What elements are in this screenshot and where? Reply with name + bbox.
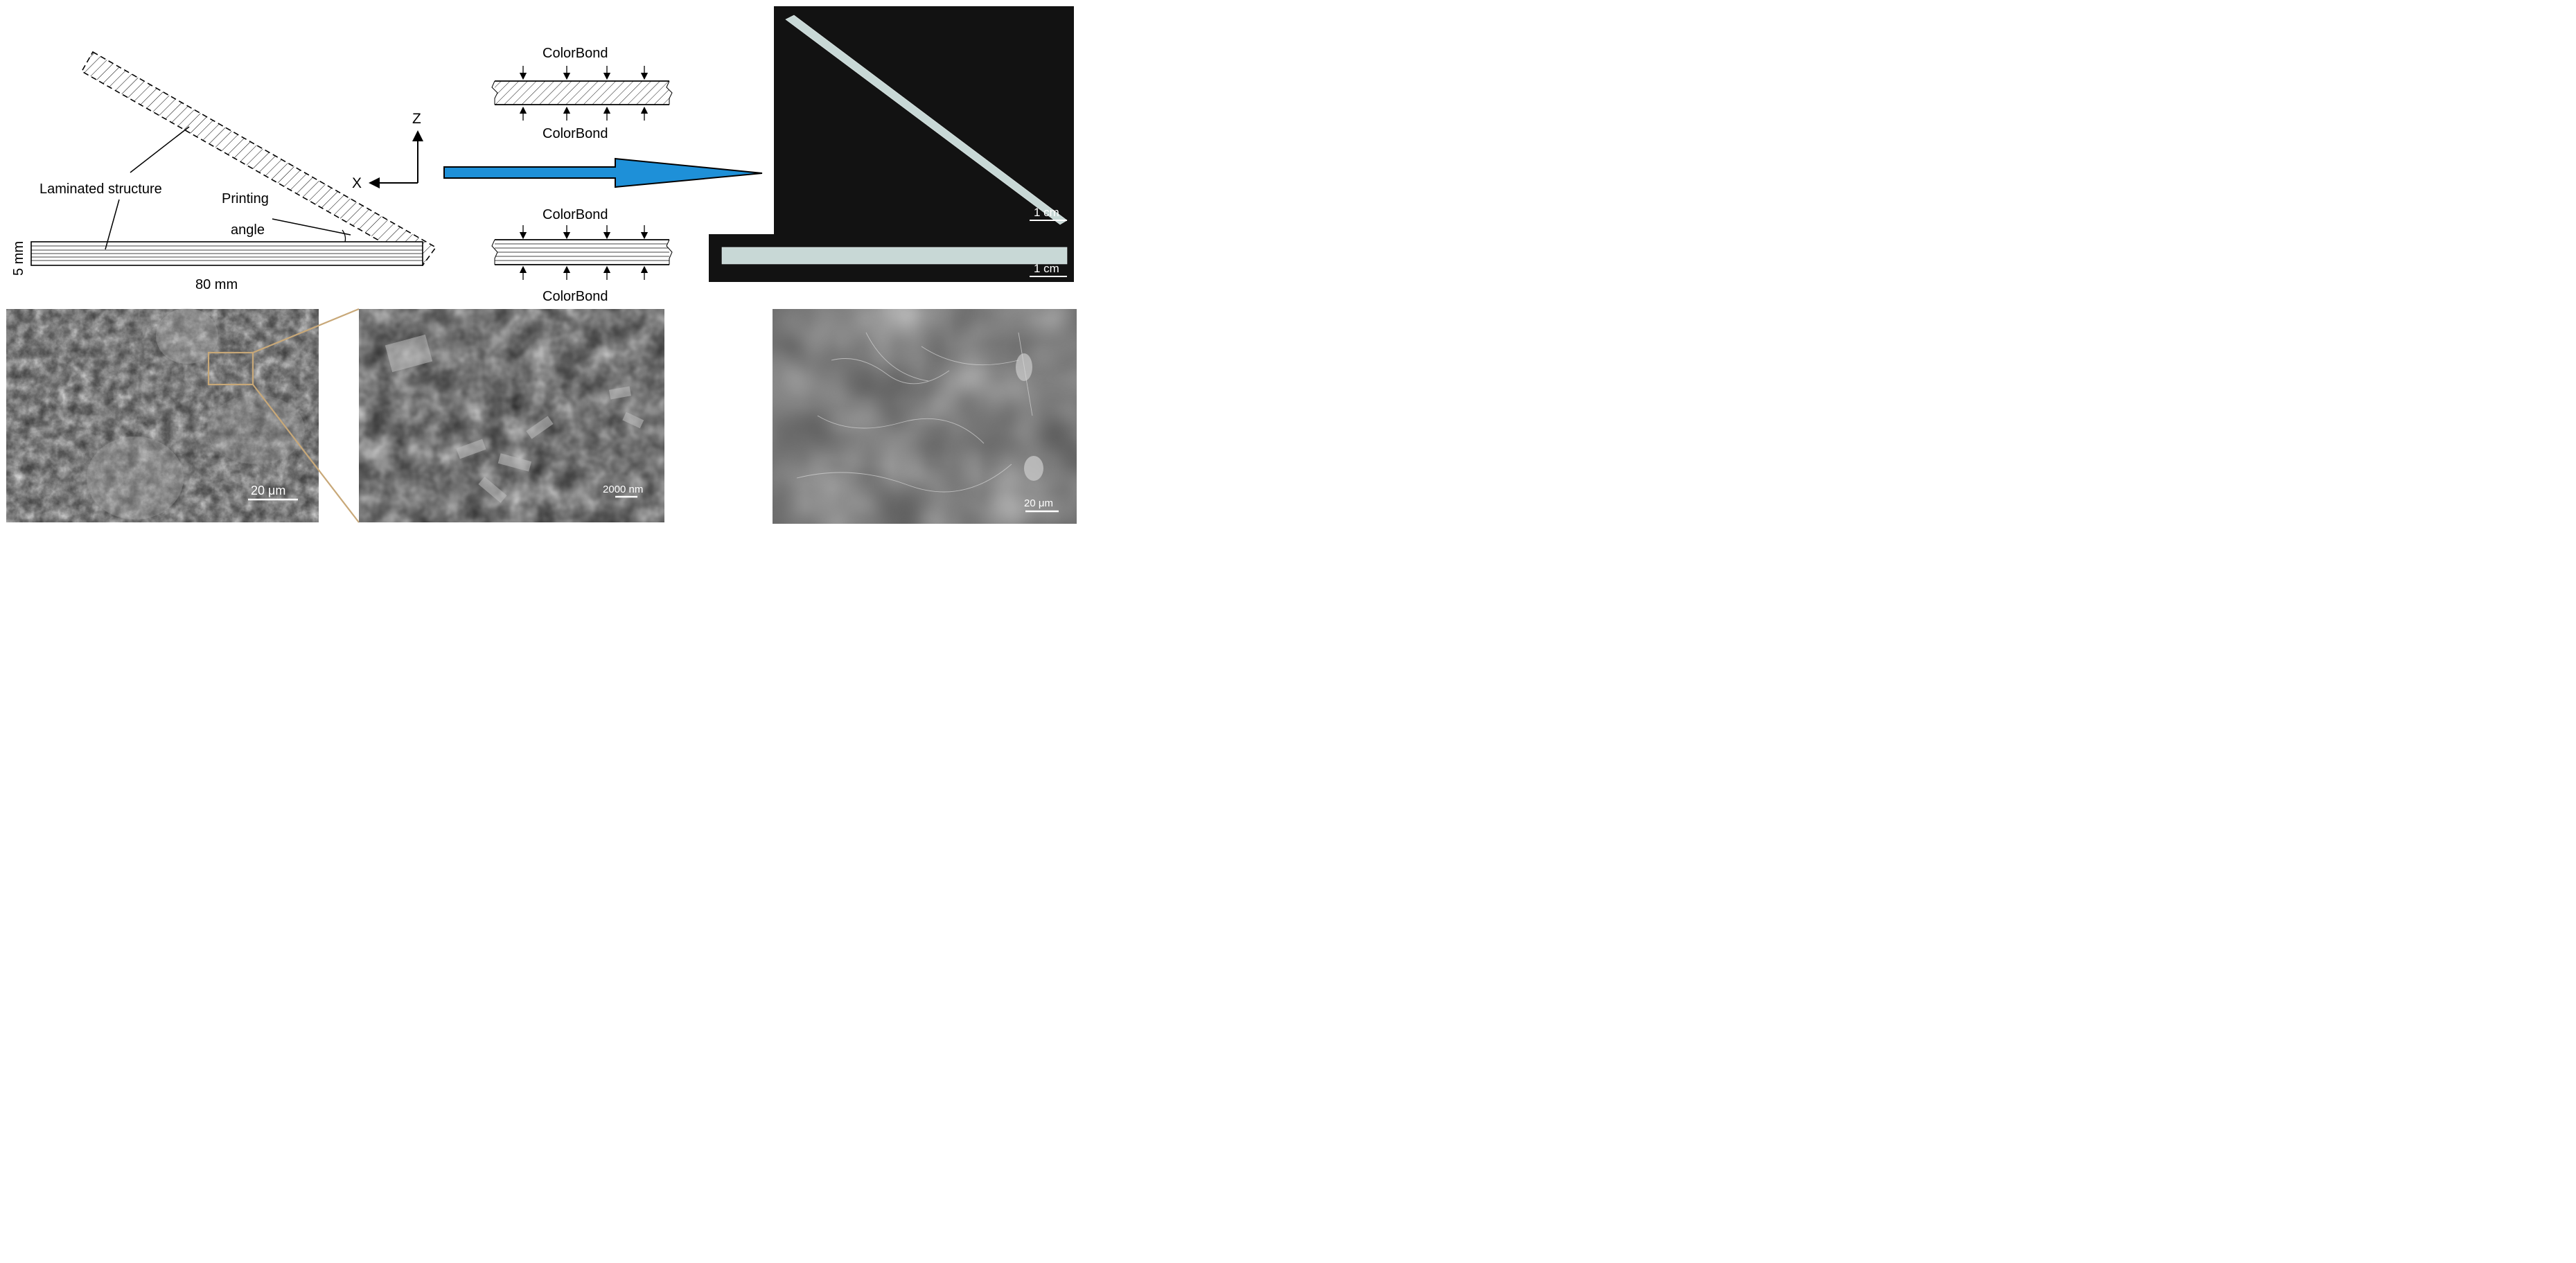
sem-image-middle: 2000 nm (359, 309, 664, 522)
angle-arc (342, 229, 346, 242)
sem-right-scale-label: 20 μm (1024, 497, 1053, 509)
flat-specimen (30, 241, 423, 266)
leader-line-upper (130, 126, 190, 173)
zoom-line-bottom (252, 384, 360, 523)
length-dimension: 80 mm (195, 277, 238, 292)
zoom-box (207, 351, 254, 386)
coating-bottom-label-b: ColorBond (542, 289, 608, 304)
sem-image-right: 20 μm (773, 309, 1077, 524)
coating-diagram-bottom: ColorBond ColorBond (491, 207, 673, 304)
leader-line-angle (272, 218, 351, 236)
photo-scale-top-label: 1 cm (1034, 206, 1059, 219)
coating-top-label-a: ColorBond (542, 46, 608, 61)
laminated-structure-label: Laminated structure (39, 182, 162, 197)
angle-label: angle (231, 222, 265, 238)
coordinate-axes: Z X (352, 111, 423, 191)
photo-flat-bar: 1 cm (709, 234, 1074, 282)
coating-top-label-b: ColorBond (542, 126, 608, 141)
leader-line-lower (105, 199, 120, 250)
printing-label: Printing (222, 191, 269, 206)
figure-canvas: Laminated structure Printing angle 80 mm… (6, 6, 1077, 524)
printing-schematic: Laminated structure Printing angle 80 mm… (11, 51, 437, 292)
photo-scale-bottom-label: 1 cm (1034, 262, 1059, 275)
sem-left-scale-label: 20 μm (251, 484, 285, 497)
sem-image-left: 20 μm (6, 308, 319, 522)
zoom-line-top (252, 308, 360, 354)
coating-diagram-top: ColorBond ColorBond (491, 46, 673, 141)
sem-middle-scale-label: 2000 nm (603, 484, 643, 495)
axis-x-label: X (352, 175, 362, 191)
photo-tilted-bar: 1 cm (774, 6, 1074, 234)
flat-bar-photo (721, 247, 1068, 265)
thickness-dimension: 5 mm (11, 241, 26, 276)
coating-bottom-label-a: ColorBond (542, 207, 608, 222)
axis-z-label: Z (412, 111, 421, 127)
process-arrow (443, 157, 763, 188)
